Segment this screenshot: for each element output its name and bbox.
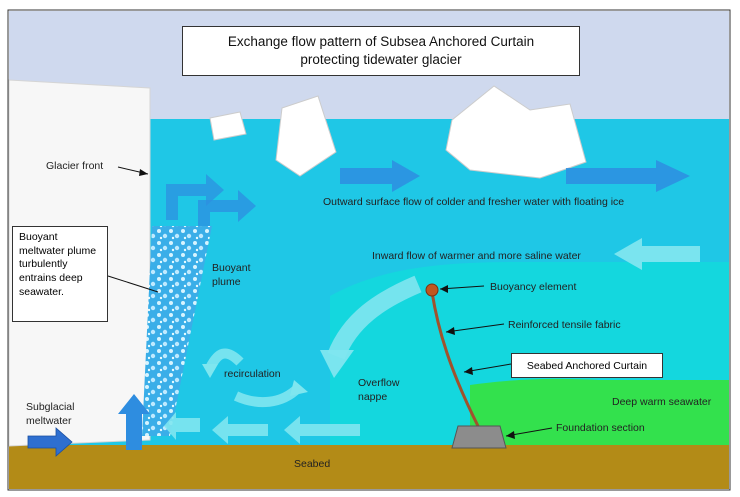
glacier-front-label: Glacier front	[46, 160, 104, 172]
overflow-label-1: Overflow	[358, 377, 400, 389]
buoyancy-element-label: Buoyancy element	[490, 281, 577, 293]
leader-fabric	[445, 323, 505, 333]
bottom-flow-arrow-1	[212, 416, 268, 444]
buoyant-plume-label-1: Buoyant	[212, 262, 251, 274]
outward-arrow-1	[340, 160, 420, 192]
subglacial-label-2: meltwater	[26, 415, 72, 427]
seabed-curtain-box: Seabed Anchored Curtain	[511, 353, 663, 378]
leader-foundation-head	[506, 431, 515, 439]
recirculation-head-top	[202, 364, 218, 378]
title-box: Exchange flow pattern of Subsea Anchored…	[182, 26, 580, 76]
ice-block-1	[209, 111, 247, 141]
overflow-nappe-arrow	[327, 275, 422, 360]
subglacial-arrow	[27, 427, 73, 457]
buoyancy-element	[425, 283, 439, 297]
recirculation-label: recirculation	[224, 368, 281, 380]
leader-glacier-front-head	[139, 169, 148, 176]
reinforced-fabric-label: Reinforced tensile fabric	[508, 319, 621, 331]
seabed-label: Seabed	[294, 458, 331, 470]
inward-arrow	[614, 238, 700, 270]
outward-flow-label: Outward surface flow of colder and fresh…	[323, 196, 625, 208]
leader-fabric-head	[446, 327, 455, 335]
leader-buoyancy-head	[440, 285, 448, 293]
leader-curtain-head	[464, 367, 473, 375]
subglacial-label-1: Subglacial	[26, 401, 75, 413]
buoyant-plume-label-2: plume	[212, 276, 241, 288]
ice-block-3	[445, 85, 587, 179]
foundation-section	[451, 425, 507, 449]
recirculation-head-bottom	[290, 380, 308, 396]
bottom-flow-arrow-2	[284, 416, 360, 444]
deep-warm-seawater	[470, 378, 729, 454]
overflow-nappe-arrowhead	[320, 350, 354, 378]
subglacial-up-arrow	[118, 394, 150, 450]
title-line-1: Exchange flow pattern of Subsea Anchored…	[227, 33, 535, 49]
buoyant-plume	[142, 226, 212, 436]
inward-flow-label: Inward flow of warmer and more saline wa…	[372, 250, 581, 262]
foundation-label: Foundation section	[556, 422, 645, 434]
outward-arrow-2	[566, 160, 690, 192]
plume-arrow-left	[166, 174, 224, 220]
plume-arrow-right	[198, 190, 256, 226]
curtain-fabric	[430, 291, 480, 427]
title-line-2: protecting tidewater glacier	[300, 52, 462, 67]
bottom-flow-arrow-3	[164, 412, 200, 440]
deep-warm-label: Deep warm seawater	[612, 396, 712, 408]
leader-plume-note	[107, 275, 159, 293]
overflow-label-2: nappe	[358, 391, 388, 403]
ice-block-2	[275, 95, 337, 177]
seabed	[9, 445, 729, 489]
plume-note-box: Buoyant meltwater plume turbulently entr…	[12, 226, 108, 322]
